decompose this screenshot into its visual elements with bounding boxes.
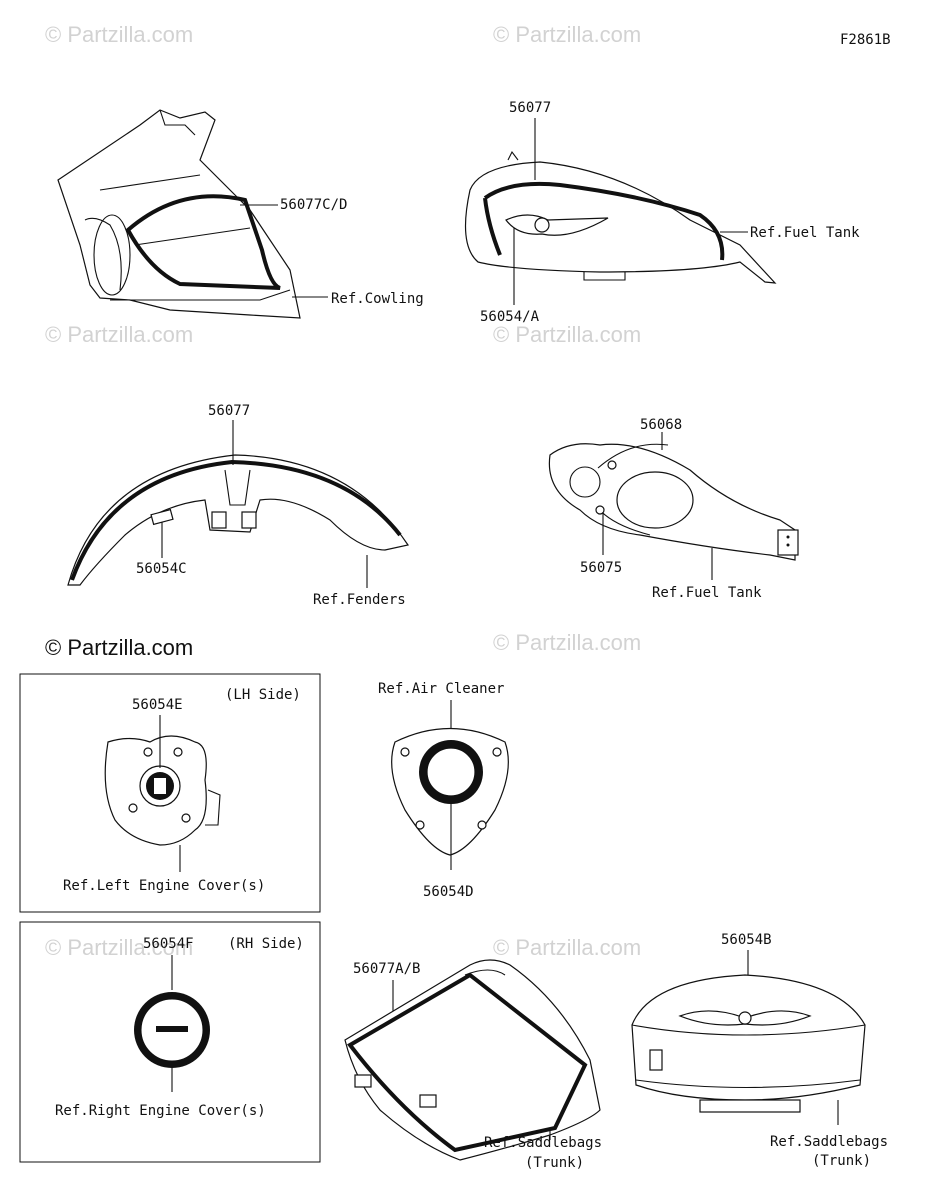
- watermark: © Partzilla.com: [493, 22, 641, 47]
- watermark: © Partzilla.com: [493, 630, 641, 655]
- bag-ref-label-2: (Trunk): [525, 1155, 584, 1171]
- lh-side-panel: [19, 673, 321, 913]
- trunk-ref-label-1: Ref.Saddlebags: [770, 1134, 888, 1150]
- cover-decal-label: 56068: [640, 417, 682, 433]
- figure-code: F2861B: [840, 32, 891, 48]
- watermarks: © Partzilla.com © Partzilla.com © Partzi…: [45, 22, 641, 960]
- watermark: © Partzilla.com: [45, 935, 193, 960]
- tank-emblem-label: 56054/A: [480, 309, 540, 325]
- lh-ref-label: Ref.Left Engine Cover(s): [63, 878, 265, 894]
- cover-decal2-label: 56075: [580, 560, 622, 576]
- tank-cover-part: [548, 443, 799, 561]
- fuel-tank-part: [464, 150, 777, 284]
- right-engine-cover-emblem: [134, 992, 210, 1068]
- lh-side-label: (LH Side): [225, 687, 301, 703]
- bag-part-label: 56077A/B: [353, 961, 420, 977]
- rh-part-label: 56054F: [143, 936, 194, 952]
- rh-side-label: (RH Side): [228, 936, 304, 952]
- trunk-part-label: 56054B: [721, 932, 772, 948]
- trunk-ref-label-2: (Trunk): [812, 1153, 871, 1169]
- tank-decal-label: 56077: [509, 100, 551, 116]
- fender-emblem-label: 56054C: [136, 561, 187, 577]
- air-cleaner-part: [391, 728, 509, 856]
- watermark: © Partzilla.com: [493, 322, 641, 347]
- fender-ref-label: Ref.Fenders: [313, 592, 406, 608]
- bag-ref-label-1: Ref.Saddlebags: [484, 1135, 602, 1151]
- cowling-part: [57, 109, 301, 319]
- cowl-ref-label: Ref.Cowling: [331, 291, 424, 307]
- fender-decal-label: 56077: [208, 403, 250, 419]
- cowl-decal-label: 56077C/D: [280, 197, 347, 213]
- air-ref-label: Ref.Air Cleaner: [378, 681, 504, 697]
- rh-ref-label: Ref.Right Engine Cover(s): [55, 1103, 266, 1119]
- tank-ref-label: Ref.Fuel Tank: [750, 225, 860, 241]
- saddlebag-part: [344, 959, 601, 1161]
- air-part-label: 56054D: [423, 884, 474, 900]
- watermark: © Partzilla.com: [493, 935, 641, 960]
- watermark: © Partzilla.com: [45, 322, 193, 347]
- lh-part-label: 56054E: [132, 697, 183, 713]
- watermark: © Partzilla.com: [45, 22, 193, 47]
- fender-part: [67, 454, 409, 586]
- trunk-part: [631, 974, 866, 1113]
- rh-side-panel: [19, 921, 321, 1163]
- watermark-main: © Partzilla.com: [45, 635, 193, 660]
- cover-ref-label: Ref.Fuel Tank: [652, 585, 762, 601]
- left-engine-cover-part: [104, 735, 221, 846]
